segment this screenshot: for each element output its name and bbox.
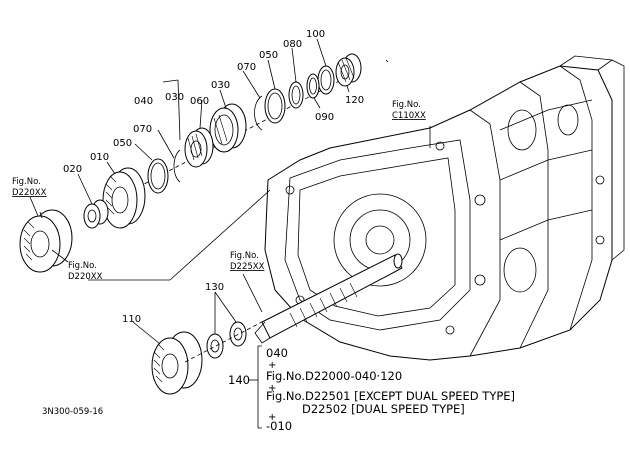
fig-ref-c110: C110XX <box>392 111 426 121</box>
legend-fig-d22000: Fig.No.D22000-040·120 <box>266 369 402 383</box>
legend-block: 140 040 + Fig.No.D22000-040·120 + Fig.No… <box>228 345 515 433</box>
fig-ref-d220-bottom: D220XX <box>68 272 103 282</box>
gear-110 <box>151 331 203 395</box>
callout-040: 040 <box>134 96 153 107</box>
legend-d22502: D22502 [DUAL SPEED TYPE] <box>302 402 465 416</box>
fig-label-d220-top: Fig.No. <box>12 177 41 187</box>
callout-050a: 050 <box>259 50 278 61</box>
callout-050b: 050 <box>113 138 132 149</box>
transmission-case <box>264 55 625 361</box>
ring-090 <box>306 73 320 99</box>
circlip-070b <box>254 95 263 131</box>
ring-100 <box>317 65 335 95</box>
legend-010: -010 <box>266 419 292 433</box>
fig-label-d220-bottom: Fig.No. <box>68 261 97 271</box>
ring-050a <box>264 88 286 124</box>
callout-080: 080 <box>283 39 302 50</box>
legend-plus-1: + <box>268 360 276 371</box>
callout-070a: 070 <box>237 62 256 73</box>
callout-110: 110 <box>122 314 141 325</box>
bearing-130 <box>206 321 247 359</box>
callout-010: 010 <box>90 152 109 163</box>
legend-fig-d22501: Fig.No.D22501 [EXCEPT DUAL SPEED TYPE] <box>266 389 515 403</box>
callout-030a: 030 <box>165 92 184 103</box>
sleeve-030b <box>209 103 247 153</box>
gear-010 <box>102 167 146 229</box>
leader-lines <box>39 38 431 345</box>
fig-ref-d220-top: D220XX <box>12 188 47 198</box>
main-shaft <box>254 253 403 344</box>
callout-130: 130 <box>205 282 224 293</box>
fig-label-c110: Fig.No. <box>392 100 421 110</box>
fig-ref-d225: D225XX <box>230 262 265 272</box>
callout-030b: 030 <box>211 80 230 91</box>
callout-020: 020 <box>63 164 82 175</box>
gear-d220xx <box>19 209 73 273</box>
callout-120: 120 <box>345 95 364 106</box>
ring-050b <box>147 158 169 194</box>
washer-080 <box>288 81 304 109</box>
bushing-020 <box>83 199 109 229</box>
fig-label-d225: Fig.No. <box>230 251 259 261</box>
callout-100: 100 <box>306 29 325 40</box>
legend-plus-3: + <box>268 412 276 423</box>
legend-040: 040 <box>266 346 288 360</box>
circlip-070a <box>173 149 181 183</box>
drawing-id: 3N300-059-16 <box>42 407 103 417</box>
bearing-120 <box>335 53 362 87</box>
hub-060 <box>184 127 214 168</box>
callout-060: 060 <box>190 96 209 107</box>
callout-090: 090 <box>315 112 334 123</box>
legend-plus-2: + <box>268 383 276 394</box>
callout-140: 140 <box>228 373 250 387</box>
callout-070b: 070 <box>133 124 152 135</box>
